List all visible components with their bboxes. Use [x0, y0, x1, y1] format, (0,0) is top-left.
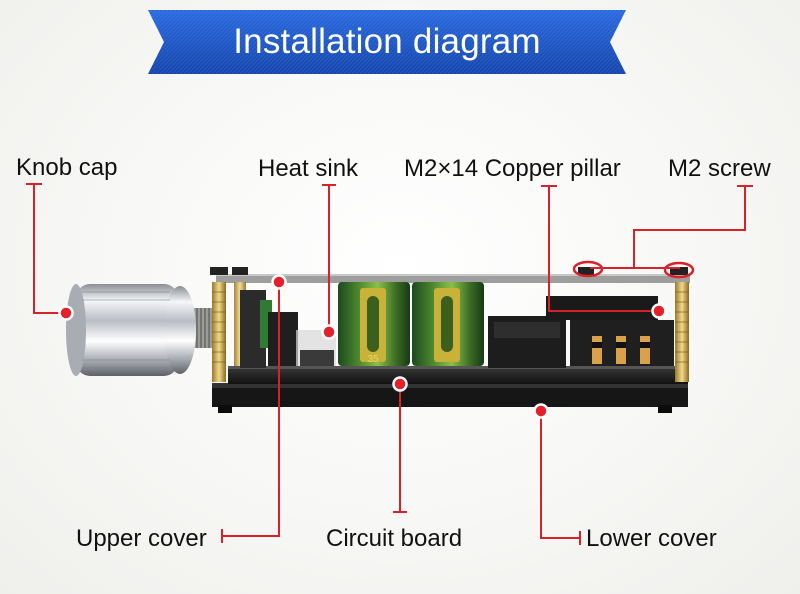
m2-screw-head	[210, 267, 228, 275]
page-title: Installation diagram	[233, 22, 541, 61]
circuit-board	[228, 366, 688, 384]
m2-screw-leader	[633, 186, 746, 268]
m2-screw-highlight	[572, 260, 604, 278]
circuit-board-marker	[392, 376, 408, 392]
m2-screw-head	[232, 267, 248, 275]
knob-cap	[66, 284, 196, 376]
heat-sink-label: Heat sink	[258, 155, 359, 182]
knob-cap-leader	[33, 184, 66, 314]
capacitor	[412, 282, 484, 366]
lower-screw-head	[218, 405, 232, 413]
m2-screw-highlight	[663, 261, 695, 279]
lower-screw-head	[658, 405, 672, 413]
m2-screw-label: M2 screw	[668, 155, 771, 182]
copper-pillar-leader	[548, 186, 659, 312]
circuit-board-label: Circuit board	[326, 525, 463, 552]
lower-cover-label: Lower cover	[586, 525, 717, 552]
m2-screw-head	[578, 267, 594, 275]
capacitor: 35	[338, 282, 410, 366]
lower-cover-marker	[533, 403, 549, 419]
knob-cap-label: Knob cap	[16, 154, 118, 181]
heat-sink-marker	[321, 324, 337, 340]
knob-cap-marker	[58, 305, 74, 321]
upper-cover-marker	[271, 274, 287, 290]
copper-pillar-label: M2×14 Copper pillar	[404, 155, 621, 182]
upper-cover-label: Upper cover	[76, 525, 207, 552]
title-banner	[148, 10, 626, 74]
upper-cover-leader	[222, 282, 280, 537]
copper-pillar-marker	[651, 303, 667, 319]
lower-cover-leader	[540, 411, 580, 539]
capacitor-marking: 35	[367, 354, 379, 365]
m2-screw-head	[670, 267, 688, 275]
upper-cover-plate	[216, 274, 690, 283]
connector-block	[546, 296, 658, 320]
